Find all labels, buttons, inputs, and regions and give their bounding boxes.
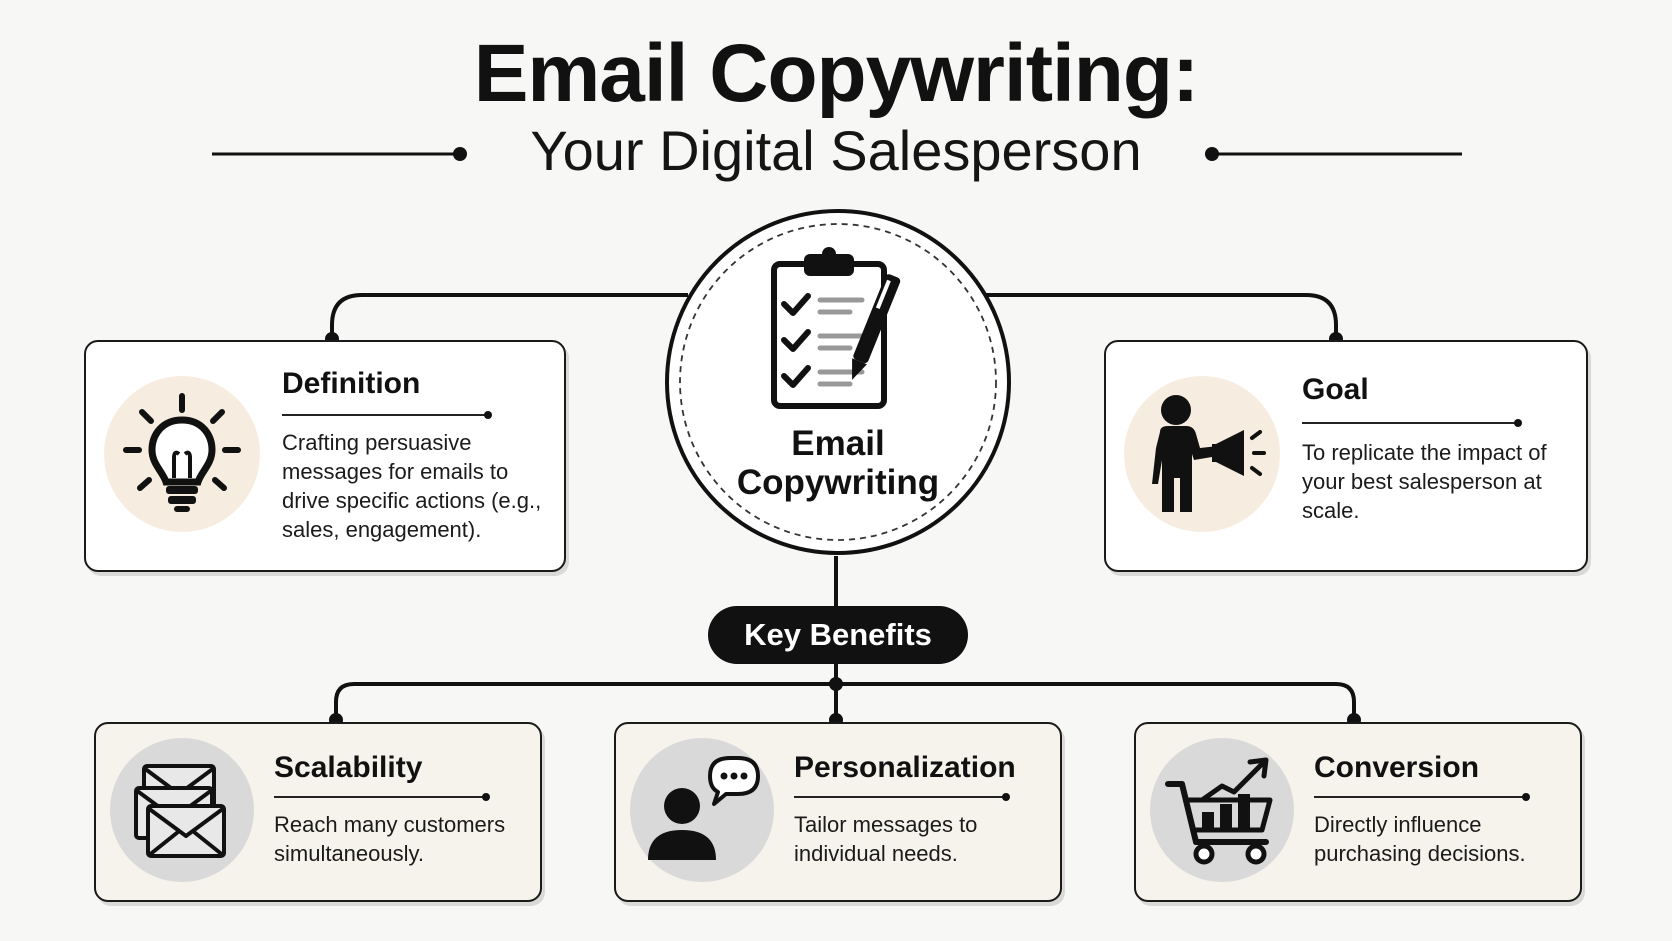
icon-disc <box>104 376 260 532</box>
benefit-title: Conversion <box>1314 751 1480 784</box>
benefit-title: Scalability <box>274 751 423 784</box>
benefit-title: Personalization <box>794 751 1016 784</box>
key-benefits-pill: Key Benefits <box>708 606 968 664</box>
definition-title: Definition <box>282 367 421 400</box>
icon-disc <box>630 738 774 882</box>
goal-rule <box>1302 419 1522 427</box>
benefit-text: Reach many customers simultaneously. <box>274 812 506 866</box>
goal-card: Goal To replicate the impact of your bes… <box>1104 340 1588 572</box>
shopping-cart-growth-chart-icon <box>1165 757 1273 865</box>
benefit-rule <box>1314 793 1530 801</box>
hub-label-line1: Email <box>791 424 885 463</box>
conversion-card: Conversion Directly influence purchasing… <box>1134 722 1582 902</box>
hub-label: Email Copywriting <box>686 424 990 502</box>
personalization-card: Personalization Tailor messages to indiv… <box>614 722 1062 902</box>
lightbulb-icon <box>123 393 241 512</box>
icon-disc <box>110 738 254 882</box>
clipboard-checklist-pen-icon <box>771 247 901 409</box>
benefit-rule <box>794 793 1010 801</box>
definition-rule <box>282 411 492 419</box>
definition-text: Crafting persuasive messages for emails … <box>282 430 542 542</box>
hub-label-line2: Copywriting <box>736 463 940 502</box>
scalability-card: Scalability Reach many customers simulta… <box>94 722 542 902</box>
goal-text: To replicate the impact of your best sal… <box>1302 440 1547 523</box>
benefit-rule <box>274 793 490 801</box>
person-megaphone-icon <box>1152 395 1266 512</box>
benefit-text: Tailor messages to individual needs. <box>794 812 978 866</box>
icon-disc <box>1124 376 1280 532</box>
stacked-envelopes-icon <box>134 764 226 858</box>
benefit-text: Directly influence purchasing decisions. <box>1314 812 1526 866</box>
definition-card: Definition Crafting persuasive messages … <box>84 340 566 572</box>
goal-title: Goal <box>1302 373 1369 406</box>
icon-disc <box>1150 738 1294 882</box>
page-title: Email Copywriting: <box>473 28 1200 119</box>
person-speech-bubble-icon <box>648 756 760 860</box>
page-subtitle: Your Digital Salesperson <box>530 119 1142 182</box>
